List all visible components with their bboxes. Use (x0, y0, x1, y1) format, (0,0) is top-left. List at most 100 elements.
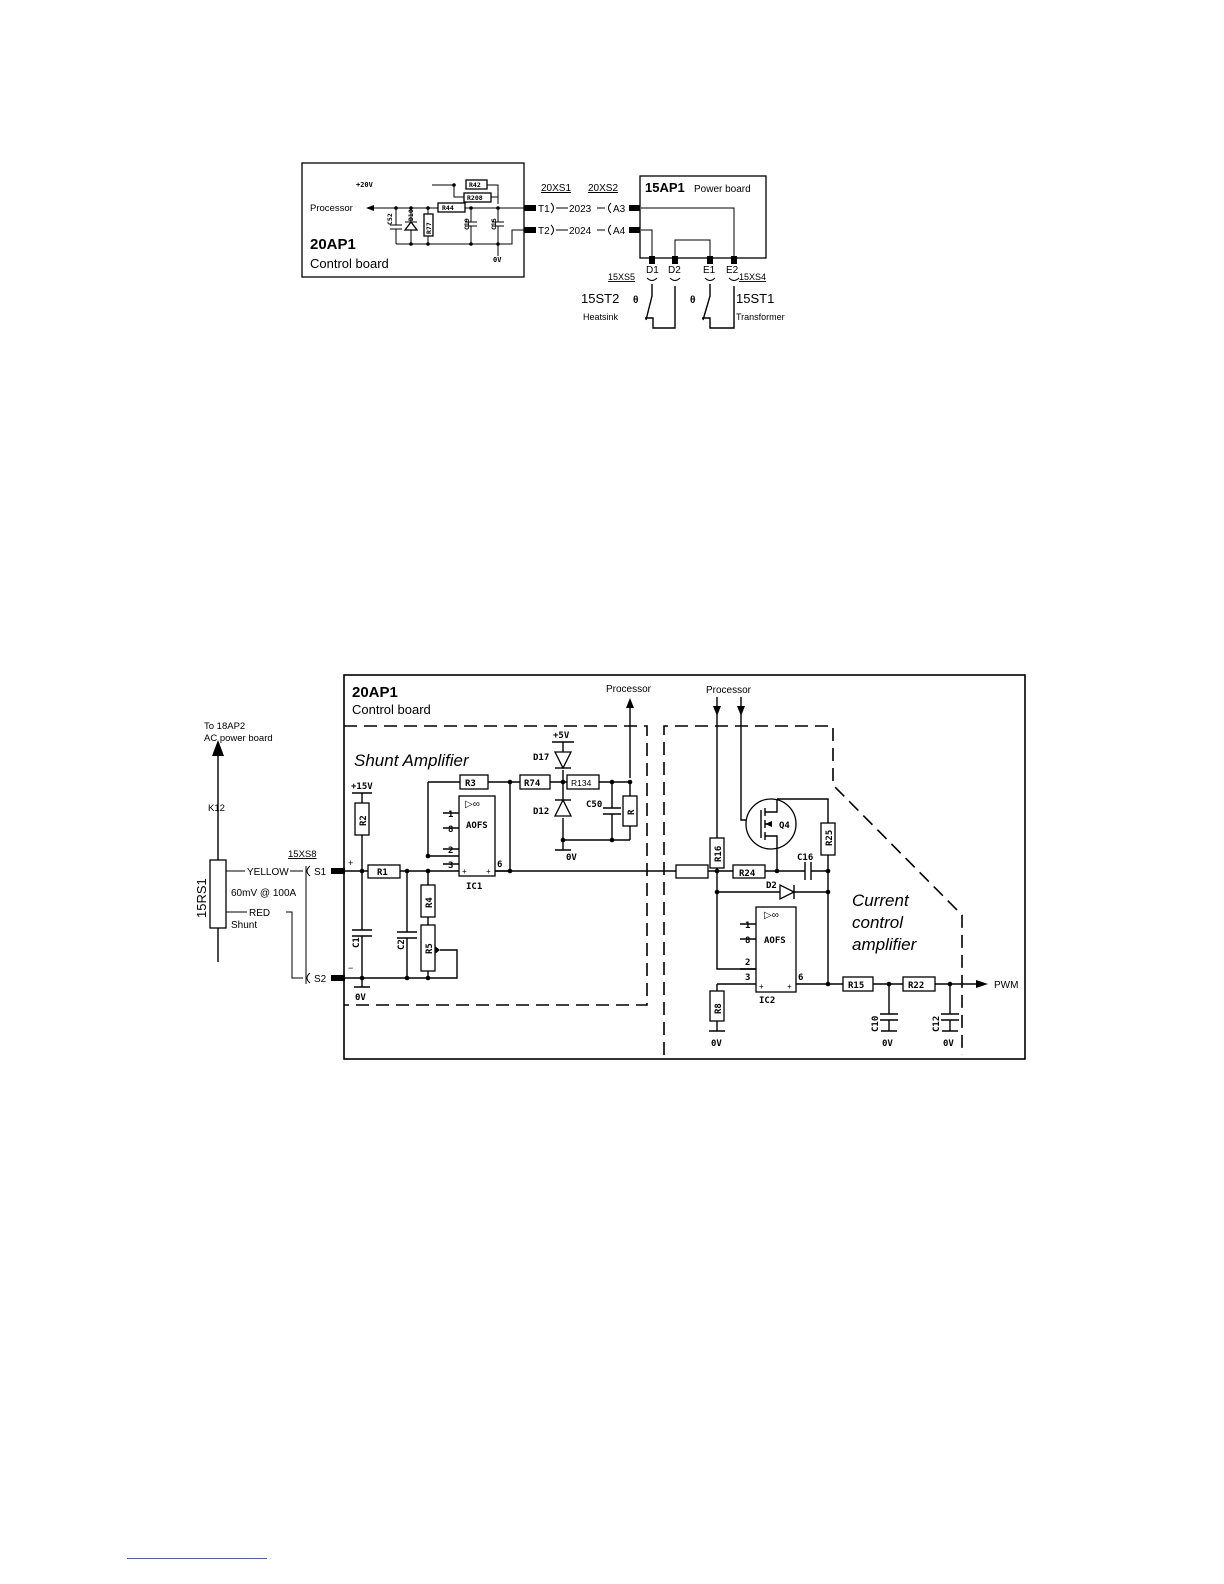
diode-d17 (553, 751, 573, 770)
resistor-r16 (709, 837, 725, 869)
capacitor-c12-label: C12 (932, 1016, 942, 1032)
shunt-amplifier-title: Shunt Amplifier (354, 751, 470, 770)
opamp-ic2-symbol: ▷∞ (764, 910, 779, 921)
capacitor-c15-label: C15 (490, 218, 498, 230)
resistor-r3-label: R3 (465, 779, 476, 789)
resistor-r134 (566, 774, 600, 790)
pin-a3: A3 (613, 204, 626, 215)
resistor-r15-label: R15 (848, 981, 864, 991)
pin-a4: A4 (613, 226, 626, 237)
ic2-pin-1: 1 (745, 921, 750, 931)
control-board-name-2: Control board (352, 702, 431, 717)
connector-20xs1: 20XS1 (541, 183, 571, 194)
pwm-output-label: PWM (994, 980, 1018, 991)
diode-d10 (403, 220, 419, 231)
pin-t2: T2 (538, 226, 550, 237)
resistor-r77 (423, 213, 434, 237)
thermal-switch-diagram: +20V R42 R208 Processor R44 C52 D10 R77 (301, 162, 785, 329)
processor-in-label: Processor (706, 685, 752, 696)
resistor-r22 (902, 976, 936, 992)
resistor-r42 (465, 179, 488, 190)
connector-15xs4: 15XS4 (739, 272, 766, 282)
control-board-name: Control board (310, 256, 389, 271)
power-board-id: 15AP1 (645, 180, 685, 195)
pin-d1: D1 (646, 265, 659, 276)
resistor-r16-label: R16 (714, 846, 724, 862)
capacitor-c2-label: C2 (397, 939, 407, 950)
ic1-pin-1: 1 (448, 810, 453, 820)
resistor-r4 (420, 884, 436, 918)
wire-yellow-label: YELLOW (247, 867, 289, 878)
current-amplifier-title-1: Current (852, 891, 910, 910)
resistor-r208-label: R208 (467, 194, 483, 202)
ic1-pin-6: 6 (497, 860, 502, 870)
power-board-name: Power board (694, 184, 751, 195)
potentiometer-r5-label: R5 (425, 943, 435, 954)
current-amplifier-title-3: amplifier (852, 935, 918, 954)
capacitor-c19-label: C19 (463, 218, 471, 230)
resistor-r24-label: R24 (739, 869, 756, 879)
resistor-r25 (820, 822, 836, 856)
thermostat-15st2-id: 15ST2 (581, 291, 619, 306)
supply-5v-label: +5V (553, 731, 570, 741)
current-amplifier-outline (663, 725, 963, 1055)
resistor-r24 (732, 864, 766, 879)
resistor-r8-label: R8 (714, 1003, 724, 1014)
opamp-ic2-name: IC2 (759, 996, 775, 1006)
resistor-unlabeled (675, 864, 709, 879)
diode-d2-label: D2 (766, 881, 777, 891)
resistor-r8 (709, 990, 725, 1022)
k12-label: K12 (208, 803, 225, 814)
connector-15xs5: 15XS5 (608, 272, 635, 282)
ic1-plus-2: + (486, 867, 491, 876)
shunt-15rs1-label: 15RS1 (194, 878, 209, 918)
ic2-pin-6: 6 (798, 973, 803, 983)
power-board-frame (639, 175, 767, 259)
footnote-rule (127, 1558, 267, 1559)
opamp-ic1-type: AOFS (466, 821, 488, 831)
to-board-label-2: AC power board (204, 733, 273, 744)
opamp-ic1 (458, 795, 496, 877)
opamp-ic2-type: AOFS (764, 936, 786, 946)
supply-15v-label: +15V (351, 782, 373, 792)
pin-s2: S2 (314, 974, 327, 985)
capacitor-c16-label: C16 (797, 853, 813, 863)
supply-label: +20V (356, 181, 374, 189)
pin-s1: S1 (314, 867, 327, 878)
diode-d2 (779, 883, 796, 901)
ground-label-4: 0V (882, 1039, 893, 1049)
ground-label-1: 0V (355, 993, 366, 1003)
ic1-plus-1: + (462, 867, 467, 876)
minus-sign: − (348, 963, 353, 973)
current-amplifier-title-2: control (852, 913, 904, 932)
opamp-ic1-name: IC1 (466, 882, 482, 892)
resistor-r22-label: R22 (908, 981, 924, 991)
capacitor-c52-label: C52 (386, 213, 394, 225)
opamp-ic1-symbol: ▷∞ (465, 799, 480, 810)
ic2-pin-3: 3 (745, 973, 750, 983)
resistor-r44-label: R44 (442, 204, 454, 212)
resistor-r74 (519, 774, 551, 790)
diode-d10-label: D10 (407, 209, 415, 221)
plus-sign: + (348, 858, 353, 868)
ic2-pin-2: 2 (745, 958, 750, 968)
thermostat-15st1-symbol: θ (690, 295, 695, 306)
resistor-r3 (459, 774, 489, 790)
opamp-ic2 (755, 906, 797, 993)
diode-d12-label: D12 (533, 807, 549, 817)
capacitor-c1-label: C1 (352, 937, 362, 948)
ic2-plus-2: + (787, 982, 792, 991)
connector-15xs8: 15XS8 (288, 849, 317, 860)
resistor-r134-label: R134 (571, 778, 592, 788)
resistor-r (622, 795, 638, 827)
resistor-r42-label: R42 (469, 181, 481, 189)
resistor-r208 (463, 192, 492, 203)
resistor-r1-label: R1 (377, 868, 388, 878)
wire-red-label: RED (249, 908, 270, 919)
capacitor-c10-label: C10 (871, 1016, 881, 1032)
to-board-label-1: To 18AP2 (204, 721, 245, 732)
ic1-pin-8: 8 (448, 825, 453, 835)
ic1-pin-2: 2 (448, 846, 453, 856)
diode-d17-label: D17 (533, 753, 549, 763)
